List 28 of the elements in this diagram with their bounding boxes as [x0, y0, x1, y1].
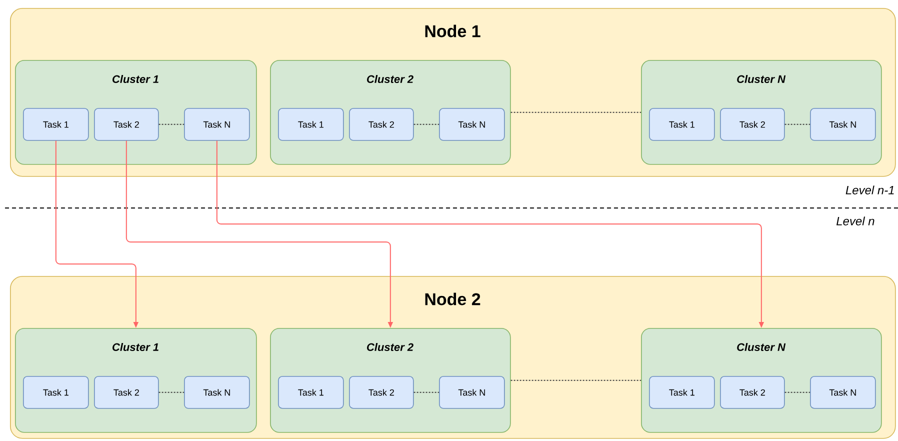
- dotted-connector: [510, 380, 642, 381]
- task-box: Task 2: [720, 108, 785, 141]
- task-box: Task N: [810, 376, 876, 409]
- task-box: Task 1: [649, 376, 715, 409]
- task-box: Task 1: [649, 108, 715, 141]
- dotted-connector: [158, 124, 184, 125]
- dotted-connector: [413, 124, 440, 125]
- task-box: Task 1: [278, 108, 344, 141]
- task-box: Task 2: [94, 108, 159, 141]
- task-box: Task N: [439, 376, 505, 409]
- dotted-connector: [510, 112, 642, 113]
- task-box: Task 1: [278, 376, 344, 409]
- dotted-connector: [784, 392, 810, 393]
- level-label: Level n-1: [846, 186, 894, 194]
- task-box: Task 2: [720, 376, 785, 409]
- level-label: Level n: [836, 216, 874, 226]
- task-box: Task N: [439, 108, 505, 141]
- task-box: Task 1: [23, 376, 89, 409]
- dotted-connector: [413, 392, 440, 393]
- task-box: Task N: [810, 108, 876, 141]
- task-box: Task 2: [349, 376, 414, 409]
- dotted-connector: [158, 392, 184, 393]
- task-box: Task 1: [23, 108, 89, 141]
- task-box: Task 2: [349, 108, 414, 141]
- dotted-connector: [784, 124, 810, 125]
- task-box: Task N: [184, 376, 250, 409]
- task-box: Task N: [184, 108, 250, 141]
- task-box: Task 2: [94, 376, 159, 409]
